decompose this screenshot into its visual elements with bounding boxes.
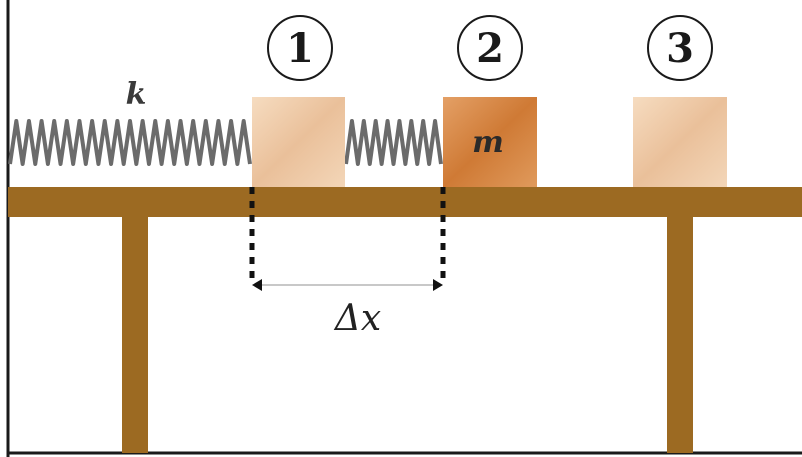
- block-position-3: [633, 97, 727, 187]
- spring-left: [8, 119, 252, 166]
- displacement-arrowhead-right: [433, 279, 443, 291]
- position-circle-2: [457, 15, 523, 81]
- spring-middle: [344, 119, 443, 166]
- position-label-3: 3: [666, 25, 694, 72]
- block-position-1: [252, 97, 345, 187]
- table-top: [8, 187, 802, 217]
- displacement-label: Δx: [333, 298, 381, 339]
- table-leg-right: [667, 217, 693, 453]
- table-leg-left: [122, 217, 148, 453]
- mass-label: m: [472, 125, 504, 160]
- position-label-1: 1: [286, 25, 314, 72]
- mass-block: [443, 97, 537, 187]
- spring-constant-label: k: [126, 77, 147, 112]
- displacement-arrowhead-left: [252, 279, 262, 291]
- position-circle-1: [267, 15, 333, 81]
- position-circle-3: [647, 15, 713, 81]
- position-label-2: 2: [476, 25, 504, 72]
